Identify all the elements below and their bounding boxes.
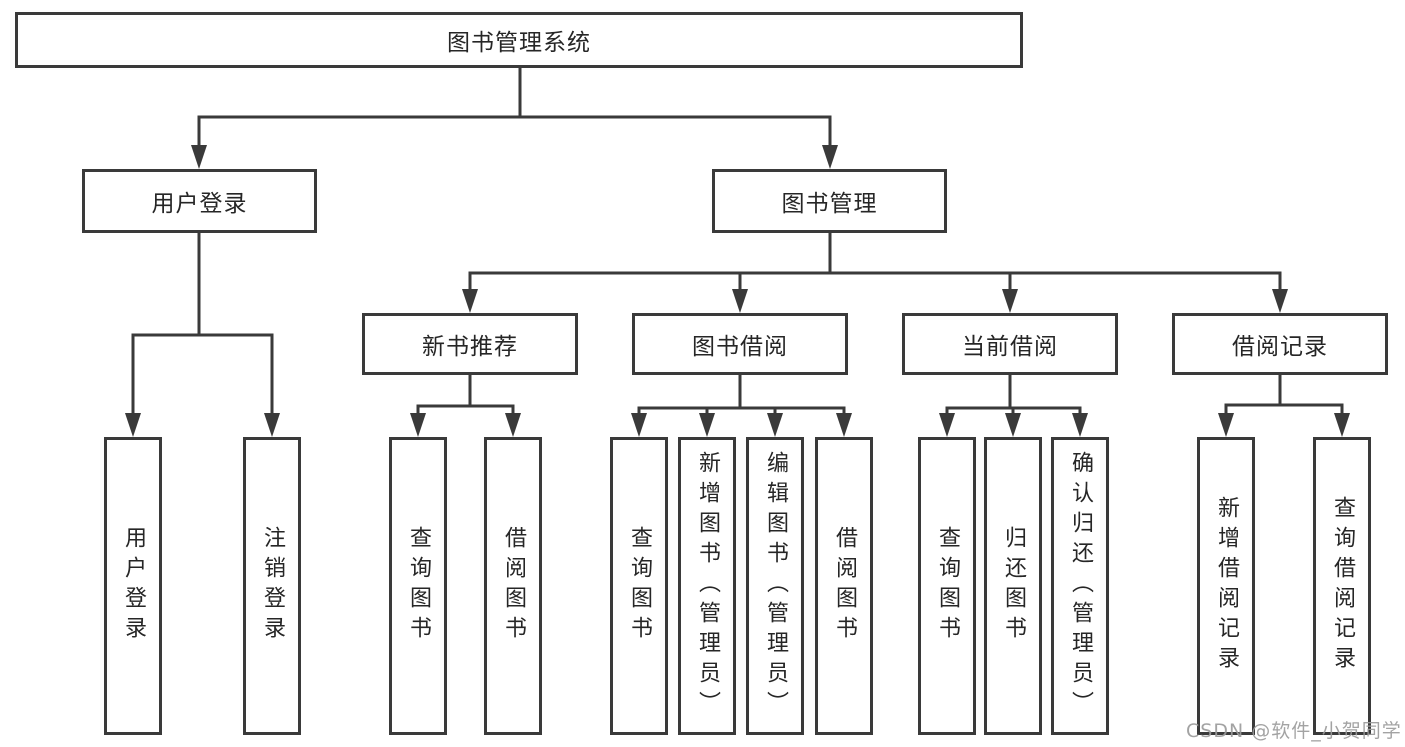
node-book-management-system-label: 图书管理系统 <box>447 30 591 56</box>
connector-book-borrowing <box>637 373 846 417</box>
node-leaf-bb-borrow-books: 借阅图书 <box>815 437 873 735</box>
connector-current-borrowing <box>945 373 1082 417</box>
arrowheads-current-borrowing <box>939 413 1088 437</box>
node-leaf-nbr-search-books-label: 查询图书 <box>406 526 431 646</box>
node-leaf-bb-add-books-admin-label: 新增图书（管理员） <box>695 451 720 721</box>
node-leaf-br-add-record-label: 新增借阅记录 <box>1214 496 1239 676</box>
arrowheads-book-management <box>462 289 1288 313</box>
node-leaf-cb-confirm-return-admin: 确认归还（管理员） <box>1051 437 1109 735</box>
arrowheads-new-book-recommendation <box>410 413 521 437</box>
node-leaf-cb-search-books-label: 查询图书 <box>935 526 960 646</box>
node-new-book-recommendation: 新书推荐 <box>362 313 578 375</box>
node-current-borrowing: 当前借阅 <box>902 313 1118 375</box>
node-leaf-nbr-borrow-books: 借阅图书 <box>484 437 542 735</box>
node-user-login-label: 用户登录 <box>151 191 248 217</box>
node-borrowing-records: 借阅记录 <box>1172 313 1388 375</box>
node-leaf-br-add-record: 新增借阅记录 <box>1197 437 1255 735</box>
node-leaf-bb-edit-books-admin: 编辑图书（管理员） <box>746 437 804 735</box>
node-leaf-bb-borrow-books-label: 借阅图书 <box>832 526 857 646</box>
node-leaf-logout: 注销登录 <box>243 437 301 735</box>
connector-user-login <box>131 231 274 417</box>
csdn-watermark: CSDN @软件_小贺同学 <box>1186 720 1402 742</box>
node-new-book-recommendation-label: 新书推荐 <box>422 334 518 360</box>
node-book-management: 图书管理 <box>712 169 947 233</box>
node-leaf-br-search-record: 查询借阅记录 <box>1313 437 1371 735</box>
node-current-borrowing-label: 当前借阅 <box>962 334 1058 360</box>
node-leaf-cb-return-books-label: 归还图书 <box>1001 526 1026 646</box>
node-leaf-user-login-label: 用户登录 <box>121 526 146 646</box>
arrowheads-book-borrowing <box>631 413 852 437</box>
node-leaf-bb-search-books-label: 查询图书 <box>627 526 652 646</box>
arrowheads-root <box>191 145 838 169</box>
arrowheads-borrowing-records <box>1218 413 1350 437</box>
node-leaf-cb-return-books: 归还图书 <box>984 437 1042 735</box>
node-leaf-cb-search-books: 查询图书 <box>918 437 976 735</box>
connector-new-book-recommendation <box>416 373 515 417</box>
connector-book-management <box>468 231 1282 293</box>
node-book-borrowing-label: 图书借阅 <box>692 334 788 360</box>
node-leaf-bb-edit-books-admin-label: 编辑图书（管理员） <box>763 451 788 721</box>
node-leaf-user-login: 用户登录 <box>104 437 162 735</box>
connector-root <box>197 66 832 149</box>
node-book-management-system: 图书管理系统 <box>15 12 1023 68</box>
node-leaf-bb-search-books: 查询图书 <box>610 437 668 735</box>
node-leaf-cb-confirm-return-admin-label: 确认归还（管理员） <box>1068 451 1093 721</box>
node-leaf-bb-add-books-admin: 新增图书（管理员） <box>678 437 736 735</box>
node-book-borrowing: 图书借阅 <box>632 313 848 375</box>
node-borrowing-records-label: 借阅记录 <box>1232 334 1328 360</box>
connector-borrowing-records <box>1224 373 1344 417</box>
node-user-login: 用户登录 <box>82 169 317 233</box>
arrowheads-user-login <box>125 413 280 437</box>
node-leaf-nbr-borrow-books-label: 借阅图书 <box>501 526 526 646</box>
node-leaf-nbr-search-books: 查询图书 <box>389 437 447 735</box>
node-book-management-label: 图书管理 <box>781 191 878 217</box>
node-leaf-logout-label: 注销登录 <box>260 526 285 646</box>
node-leaf-br-search-record-label: 查询借阅记录 <box>1330 496 1355 676</box>
